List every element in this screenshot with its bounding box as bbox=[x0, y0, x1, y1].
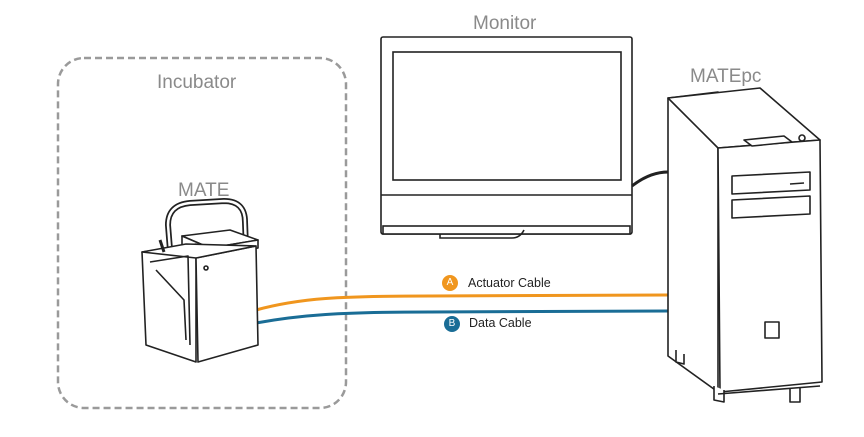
matepc-label: MATEpc bbox=[690, 66, 762, 87]
incubator-label: Incubator bbox=[157, 72, 237, 93]
mate-label: MATE bbox=[178, 180, 230, 201]
actuator-cable-badge: A bbox=[442, 275, 458, 291]
actuator-cable bbox=[255, 293, 669, 312]
matepc-illustration bbox=[667, 87, 823, 403]
actuator-cable-label: Actuator Cable bbox=[468, 276, 551, 290]
data-cable bbox=[255, 309, 669, 325]
data-cable-label: Data Cable bbox=[469, 316, 532, 330]
mate-illustration bbox=[141, 198, 259, 363]
data-cable-badge: B bbox=[444, 316, 460, 332]
incubator-boundary bbox=[56, 56, 348, 410]
monitor-illustration bbox=[380, 36, 669, 239]
monitor-label: Monitor bbox=[473, 13, 537, 34]
